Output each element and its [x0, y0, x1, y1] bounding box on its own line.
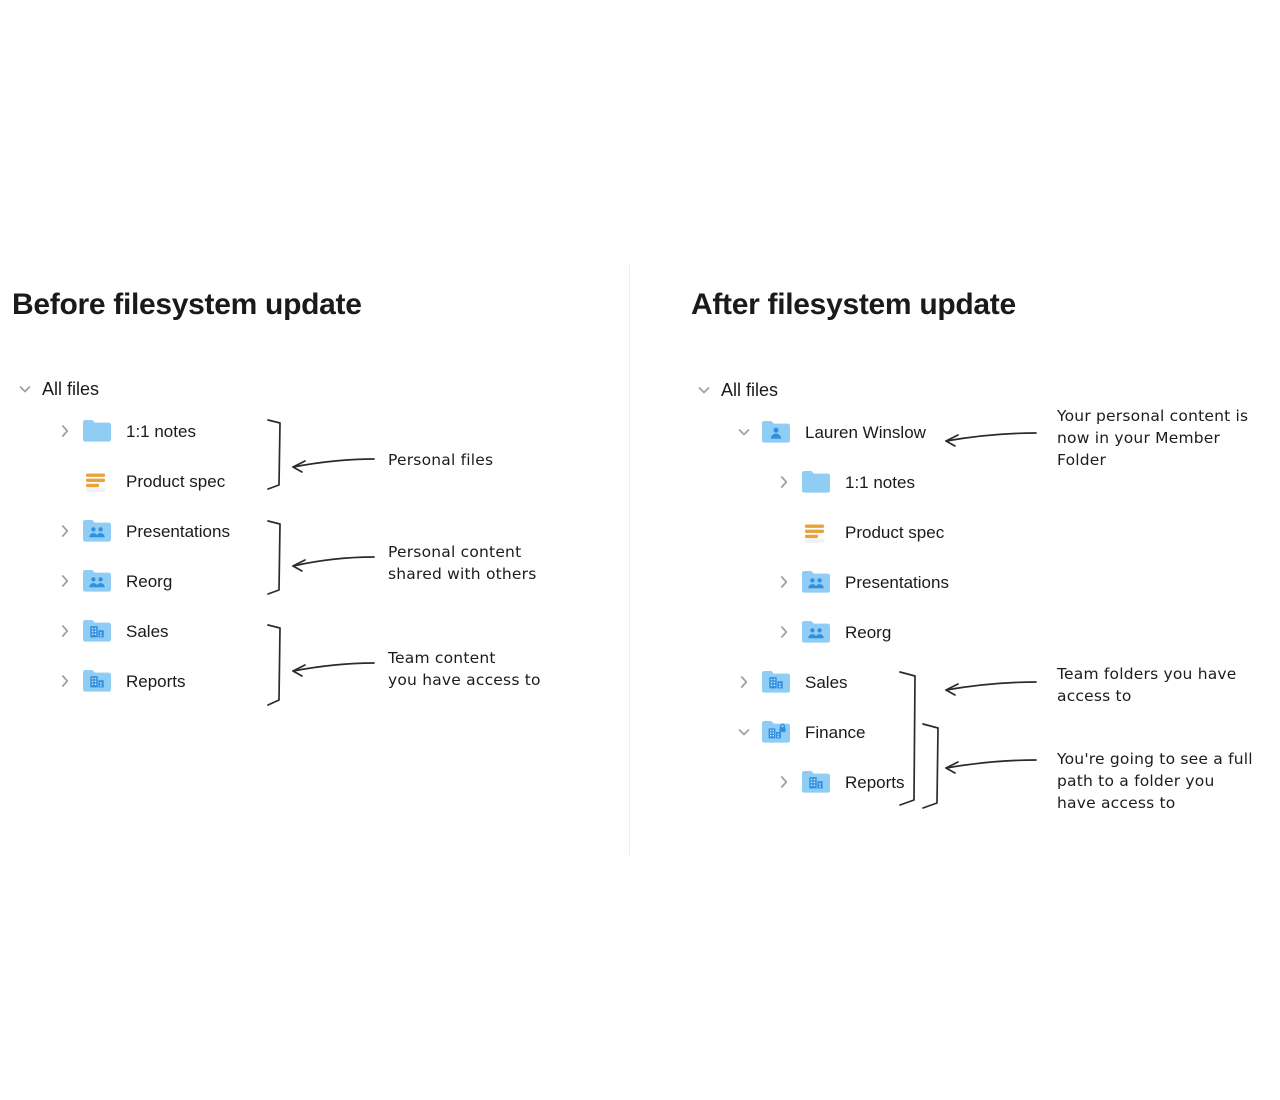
chevron-down-icon[interactable]	[693, 379, 715, 401]
chevron-right-icon[interactable]	[54, 670, 76, 692]
folder-shared-icon	[82, 518, 112, 544]
tree-row[interactable]: Reports	[773, 757, 949, 807]
annotation-member-folder: Your personal content is now in your Mem…	[1057, 407, 1249, 469]
tree-row[interactable]: Presentations	[54, 506, 230, 556]
tree-row-label: Reports	[126, 671, 186, 691]
tree-row-label: Reorg	[845, 622, 892, 642]
tree-row-member-folder[interactable]: Lauren Winslow	[733, 407, 949, 457]
tree-row-label: 1:1 notes	[845, 472, 915, 492]
after-panel-title: After filesystem update	[691, 288, 1016, 321]
tree-row-label: Lauren Winslow	[805, 422, 926, 442]
tree-row[interactable]: Presentations	[773, 557, 949, 607]
chevron-right-icon[interactable]	[54, 520, 76, 542]
tree-row-label: Reports	[845, 772, 905, 792]
folder-team-icon	[761, 669, 791, 695]
chevron-right-icon[interactable]	[54, 620, 76, 642]
annotation-team-folders: Team folders you have access to	[1057, 665, 1237, 705]
chevron-right-icon[interactable]	[773, 471, 795, 493]
tree-row-label: Sales	[805, 672, 848, 692]
panel-divider	[629, 265, 630, 855]
after-panel: After filesystem update All files Lauren…	[630, 0, 1280, 1100]
annotation-personal-shared: Personal content shared with others	[388, 543, 537, 583]
paper-doc-icon	[801, 519, 831, 545]
tree-row[interactable]: Product spec	[54, 456, 230, 506]
before-panel: Before filesystem update All files 1:1 n…	[0, 0, 629, 1100]
chevron-down-icon[interactable]	[14, 378, 36, 400]
tree-root-all-files[interactable]: All files	[693, 373, 949, 407]
tree-row-label: Sales	[126, 621, 169, 641]
tree-root-label: All files	[42, 379, 100, 399]
tree-root-label: All files	[721, 380, 779, 400]
tree-root-all-files[interactable]: All files	[14, 372, 230, 406]
chevron-right-icon[interactable]	[773, 621, 795, 643]
tree-row-label: Presentations	[126, 521, 230, 541]
after-file-tree: All files Lauren Winslow	[679, 373, 949, 807]
annotation-full-path: You're going to see a full path to a fol…	[1057, 750, 1253, 812]
annotation-personal-files: Personal files	[388, 451, 494, 469]
folder-team-icon	[82, 668, 112, 694]
tree-row-label: Product spec	[845, 522, 945, 542]
lock-badge	[779, 723, 786, 733]
paper-doc-icon	[82, 468, 112, 494]
folder-plain-icon	[82, 418, 112, 444]
chevron-down-icon[interactable]	[733, 421, 755, 443]
tree-row-label: Reorg	[126, 571, 173, 591]
folder-member-icon	[761, 419, 791, 445]
folder-team-icon	[82, 618, 112, 644]
chevron-right-icon[interactable]	[54, 420, 76, 442]
tree-row-label: 1:1 notes	[126, 421, 196, 441]
tree-row[interactable]: 1:1 notes	[54, 406, 230, 456]
folder-shared-icon	[801, 619, 831, 645]
chevron-right-icon[interactable]	[54, 570, 76, 592]
tree-row-label: Finance	[805, 722, 866, 742]
folder-team-icon	[801, 769, 831, 795]
chevron-down-icon[interactable]	[733, 721, 755, 743]
tree-row[interactable]: Reorg	[773, 607, 949, 657]
chevron-right-icon[interactable]	[773, 771, 795, 793]
tree-row[interactable]: 1:1 notes	[773, 457, 949, 507]
folder-plain-icon	[801, 469, 831, 495]
folder-shared-icon	[801, 569, 831, 595]
before-panel-title: Before filesystem update	[12, 288, 362, 321]
chevron-right-icon[interactable]	[733, 671, 755, 693]
tree-row[interactable]: Sales	[54, 606, 230, 656]
tree-row[interactable]: Reorg	[54, 556, 230, 606]
tree-row[interactable]: Reports	[54, 656, 230, 706]
tree-row-label: Product spec	[126, 471, 226, 491]
tree-row[interactable]: Product spec	[773, 507, 949, 557]
folder-team-lock-icon	[761, 719, 791, 745]
before-file-tree: All files 1:1 notes	[0, 372, 230, 706]
tree-row[interactable]: Sales	[733, 657, 949, 707]
chevron-right-icon[interactable]	[773, 571, 795, 593]
tree-row-label: Presentations	[845, 572, 949, 592]
annotation-team-content: Team content you have access to	[388, 649, 541, 689]
folder-shared-icon	[82, 568, 112, 594]
tree-row-locked-team-folder[interactable]: Finance	[733, 707, 949, 757]
